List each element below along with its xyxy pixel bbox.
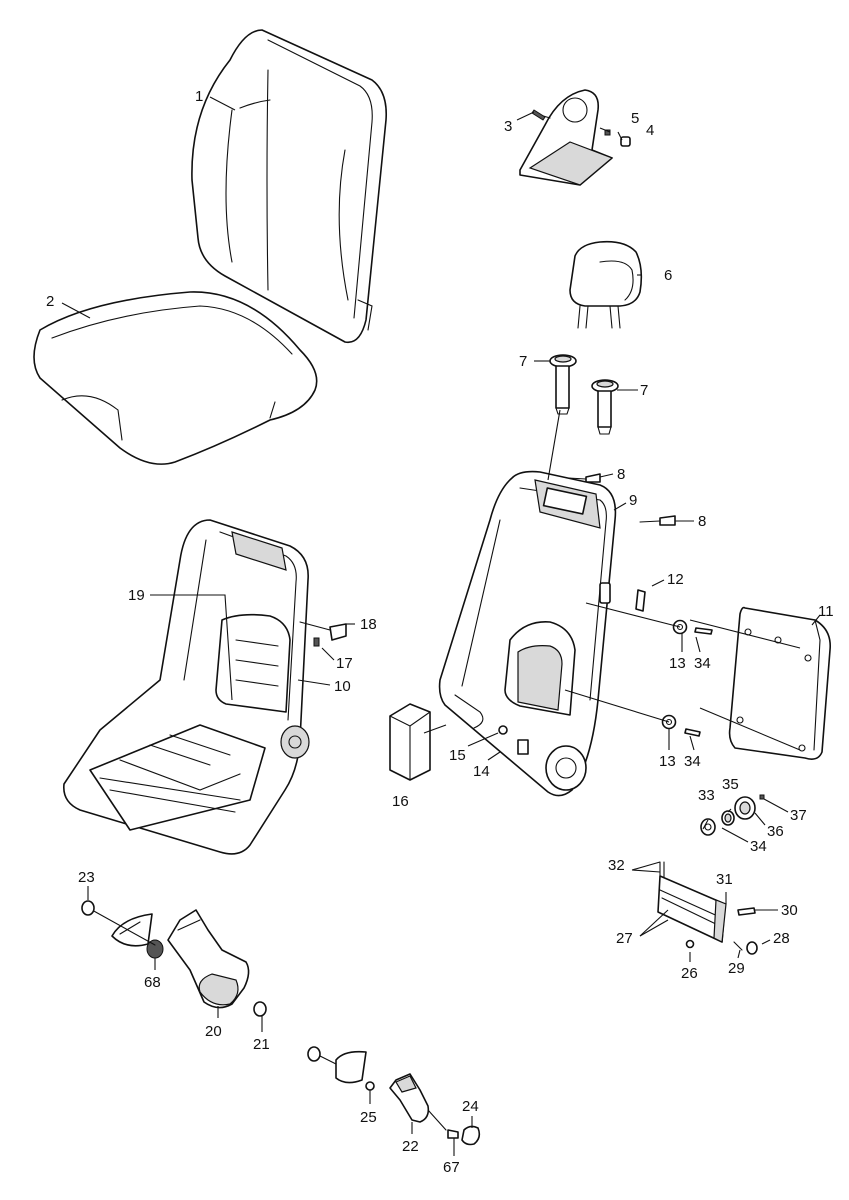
headrest-guide-sleeve-right: [591, 379, 619, 435]
callout-labels: 1 2 3 4 5 6 7 7 8 8 9 10 11 12 13 13 14 …: [46, 88, 834, 1176]
nut-23: [81, 900, 95, 916]
callout-68: 68: [144, 974, 161, 991]
nut-33: [700, 818, 716, 836]
callout-22: 22: [402, 1138, 419, 1155]
callout-35: 35: [722, 776, 739, 793]
callout-30: 30: [781, 902, 798, 919]
callout-20: 20: [205, 1023, 222, 1040]
seat-belt-retractor: [91, 909, 250, 1009]
callout-5: 5: [631, 110, 639, 127]
callout-11: 11: [818, 603, 834, 620]
callout-12: 12: [667, 571, 684, 588]
callout-31: 31: [716, 871, 733, 888]
connector: [299, 621, 347, 641]
callout-26: 26: [681, 965, 698, 982]
callout-13-lower: 13: [659, 753, 676, 770]
callout-21: 21: [253, 1036, 270, 1053]
seat-cushion-cover: [33, 291, 318, 465]
callout-15: 15: [449, 747, 466, 764]
callout-34-bottom: 34: [750, 838, 767, 855]
bolt-upper: [694, 627, 713, 635]
callout-19: 19: [128, 587, 145, 604]
callout-34-lower: 34: [684, 753, 701, 770]
rear-trim-panel: [728, 606, 832, 760]
callout-3: 3: [504, 118, 512, 135]
seat-frame-assembly: [63, 519, 310, 855]
nut-26: [685, 939, 695, 949]
screw-side: [639, 515, 676, 526]
pin-29: [733, 941, 743, 951]
callout-6: 6: [664, 267, 672, 284]
cap-36: [734, 796, 756, 820]
callout-17: 17: [336, 655, 353, 672]
bolt-lower: [684, 728, 701, 737]
callout-33: 33: [698, 787, 715, 804]
callout-8-side: 8: [698, 513, 706, 530]
small-clip: [313, 637, 320, 647]
headrest: [569, 240, 643, 329]
callout-32: 32: [608, 857, 625, 874]
nut-21: [253, 1001, 267, 1017]
callout-2: 2: [46, 293, 54, 310]
bushing-35: [721, 810, 735, 826]
callout-29: 29: [728, 960, 745, 977]
callout-34-upper: 34: [694, 655, 711, 672]
callout-8-upper: 8: [617, 466, 625, 483]
callout-16: 16: [392, 793, 409, 810]
callout-18: 18: [360, 616, 377, 633]
callout-67: 67: [443, 1159, 460, 1176]
clip: [635, 589, 646, 612]
foam-block: [389, 703, 431, 781]
seat-back-cover: [191, 29, 388, 344]
nut-28: [746, 941, 758, 955]
seat-back-panel: [438, 470, 617, 797]
bolt-30: [737, 907, 756, 916]
headrest-guide-sleeve-left: [549, 354, 577, 415]
callout-28: 28: [773, 930, 790, 947]
callout-1: 1: [195, 88, 203, 105]
pin-37: [759, 794, 765, 800]
washer-lower: [498, 725, 508, 735]
callout-9: 9: [629, 492, 637, 509]
callout-13-upper: 13: [669, 655, 686, 672]
callout-7-right: 7: [640, 382, 648, 399]
callout-4: 4: [646, 122, 654, 139]
rail-bracket: [657, 861, 727, 943]
callout-10: 10: [334, 678, 351, 695]
callout-23: 23: [78, 869, 95, 886]
callout-37: 37: [790, 807, 807, 824]
leader-lines: [61, 96, 821, 1156]
callout-36: 36: [767, 823, 784, 840]
callout-14: 14: [473, 763, 490, 780]
callout-25: 25: [360, 1109, 377, 1126]
callout-27: 27: [616, 930, 633, 947]
seat-belt-buckle: [307, 1046, 481, 1146]
headrest-guide-bracket: [519, 89, 631, 186]
callout-7-left: 7: [519, 353, 527, 370]
callout-24: 24: [462, 1098, 479, 1115]
screw-lower: [517, 739, 529, 755]
